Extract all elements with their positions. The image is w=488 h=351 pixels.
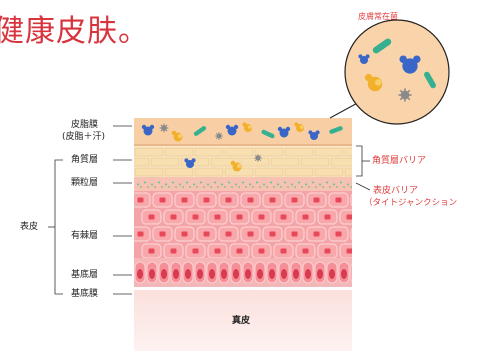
label-basement-membrane: 基底膜 bbox=[71, 289, 99, 299]
label-stratum-spinosum: 有棘層 bbox=[71, 231, 99, 241]
callout-title: 皮膚常在菌 bbox=[358, 12, 398, 21]
granular-layer bbox=[134, 177, 352, 191]
label-leader-lines bbox=[48, 125, 371, 295]
label-stratum-basale: 基底層 bbox=[71, 270, 99, 280]
spinous-cells bbox=[134, 192, 352, 276]
dermis-layer bbox=[134, 290, 352, 351]
label-sebum-film-sub: (皮脂＋汗) bbox=[62, 132, 106, 142]
skin-cross-section bbox=[134, 118, 352, 351]
label-corneum-barrier: 角質層バリア bbox=[372, 156, 427, 166]
label-epidermis: 表皮 bbox=[20, 222, 39, 232]
basement-membrane-band bbox=[134, 283, 352, 287]
basal-cells bbox=[134, 261, 352, 284]
corneum-bricks bbox=[134, 147, 352, 177]
callout-microbes bbox=[358, 38, 436, 102]
granular-dots bbox=[136, 181, 352, 188]
label-tight-junction: （タイトジャンクション bbox=[364, 198, 458, 208]
label-epidermal-barrier: 表皮バリア bbox=[373, 186, 419, 196]
page-heading: 健康皮肤。 bbox=[0, 14, 149, 49]
label-sebum-film: 皮脂膜 bbox=[71, 120, 99, 130]
callout-circle bbox=[344, 19, 450, 125]
label-stratum-granulosum: 顆粒層 bbox=[71, 178, 99, 188]
surface-microbes bbox=[141, 122, 343, 172]
label-dermis: 真皮 bbox=[232, 316, 251, 326]
label-stratum-corneum: 角質層 bbox=[71, 155, 99, 165]
